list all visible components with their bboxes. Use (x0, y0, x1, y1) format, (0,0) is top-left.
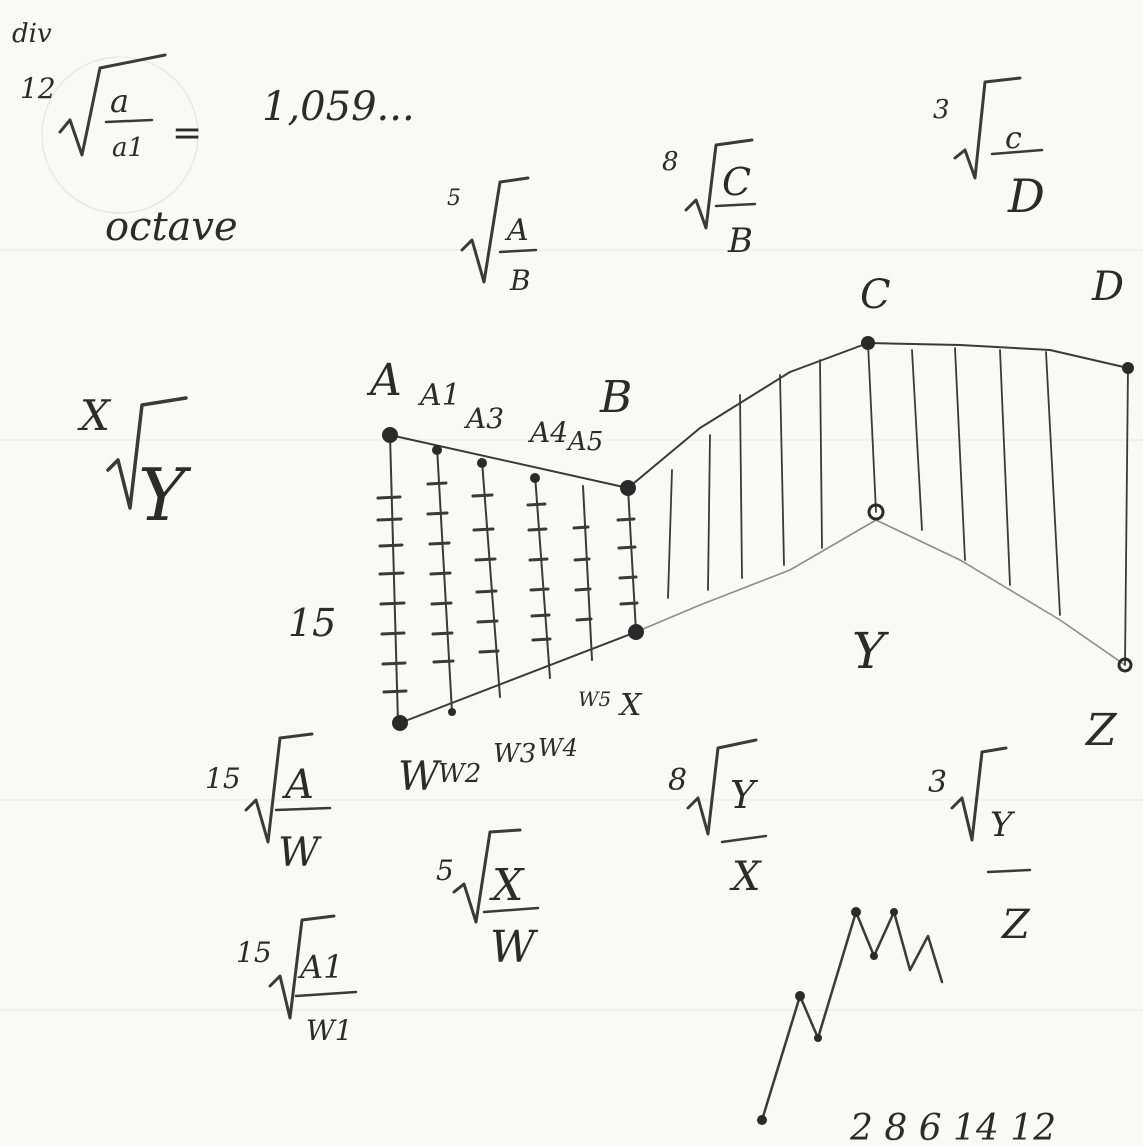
label-W4: W4 (538, 734, 578, 762)
vertex-C (861, 336, 875, 350)
root3b-numerator: Y (990, 805, 1016, 845)
middle-verticals (668, 343, 876, 598)
vertex-A1 (432, 445, 442, 455)
root8b-denominator: X (729, 854, 762, 900)
root5b-denominator: W (490, 922, 539, 973)
vertex-W2 (448, 708, 456, 716)
rootX-index: X (77, 391, 112, 440)
root15-denominator: W (278, 830, 322, 876)
root8-fraction-bar (716, 204, 755, 206)
zigzag-points (757, 907, 898, 1125)
root8b-index: 8 (668, 763, 687, 798)
vertex-W (392, 715, 408, 731)
root8b-numerator: Y (730, 773, 759, 817)
edge-Y-Z (876, 520, 1125, 665)
root3-index: 3 (933, 95, 950, 125)
root8-denominator: B (727, 221, 753, 261)
label-Z: Z (1084, 705, 1118, 756)
label-A4: A4 (527, 416, 568, 449)
edge-C-D (868, 343, 1128, 368)
root3b-denominator: Z (1000, 902, 1031, 948)
vertex-A (382, 427, 398, 443)
vertex-A4 (530, 473, 540, 483)
root5-numerator: A (504, 213, 529, 248)
root5b-numerator: X (489, 860, 525, 911)
left-tick-marks (378, 483, 637, 692)
root15b-index: 15 (236, 936, 272, 969)
label-Y: Y (852, 622, 889, 680)
root3-denominator: D (1007, 169, 1045, 223)
zigzag-sketch-line (762, 912, 942, 1120)
label-D: D (1091, 264, 1124, 310)
root3b-index: 3 (928, 765, 947, 800)
label-W5: W5 (578, 687, 611, 711)
root15-numerator: A (281, 762, 314, 808)
root8-index: 8 (662, 147, 679, 177)
label-A: A (366, 355, 402, 406)
vertex-A3 (477, 458, 487, 468)
edge-B-C (628, 343, 868, 488)
left-verticals (437, 447, 592, 712)
root15b-numerator: A1 (297, 948, 343, 986)
paper-ruling (0, 250, 1143, 1010)
label-W: W (398, 754, 442, 800)
label-A3: A3 (463, 402, 504, 435)
zigzag-sequence-label: 2 8 6 14 12 (849, 1108, 1056, 1146)
vertex-X (628, 624, 644, 640)
label-C: C (860, 272, 891, 318)
root8-numerator: C (722, 160, 751, 204)
root5-index: 5 (447, 186, 461, 211)
root15b-fraction-bar (296, 992, 356, 996)
edge-B-X (628, 488, 636, 632)
label-A1: A1 (417, 378, 461, 413)
edge-A-W (390, 435, 398, 723)
vertex-B (620, 480, 636, 496)
div-note: div (12, 19, 52, 49)
root12-denominator: a1 (112, 133, 144, 163)
grid-vertices (382, 336, 1134, 731)
edge-X-Y (636, 520, 876, 632)
label-W3: W3 (493, 739, 536, 769)
root12-fraction-bar (106, 120, 152, 122)
grid-diagram: A A1 A3 A4 A5 B C D X Y Z W W2 W3 W4 W5 (366, 264, 1134, 800)
root8b-fraction-bar (722, 836, 766, 842)
equals-sign: = (172, 113, 202, 154)
root12-numerator: a (110, 82, 129, 120)
label-W2: W2 (438, 759, 481, 789)
root12-index: 12 (20, 72, 56, 105)
root3b-fraction-bar (988, 870, 1030, 872)
root5b-index: 5 (436, 854, 454, 887)
root12-value: 1,059... (262, 84, 415, 130)
vertex-D (1122, 362, 1134, 374)
label-B: B (599, 372, 632, 423)
label-A5: A5 (566, 427, 603, 457)
octave-label: octave (105, 204, 238, 250)
root15b-denominator: W1 (306, 1014, 353, 1047)
root15-fraction-bar (276, 808, 330, 810)
right-verticals (912, 348, 1128, 665)
subdivision-count: 15 (288, 601, 336, 645)
root5-denominator: B (509, 264, 531, 297)
root15-index: 15 (205, 762, 241, 795)
label-X: X (618, 688, 643, 723)
rootX-radicand: Y (138, 453, 192, 537)
